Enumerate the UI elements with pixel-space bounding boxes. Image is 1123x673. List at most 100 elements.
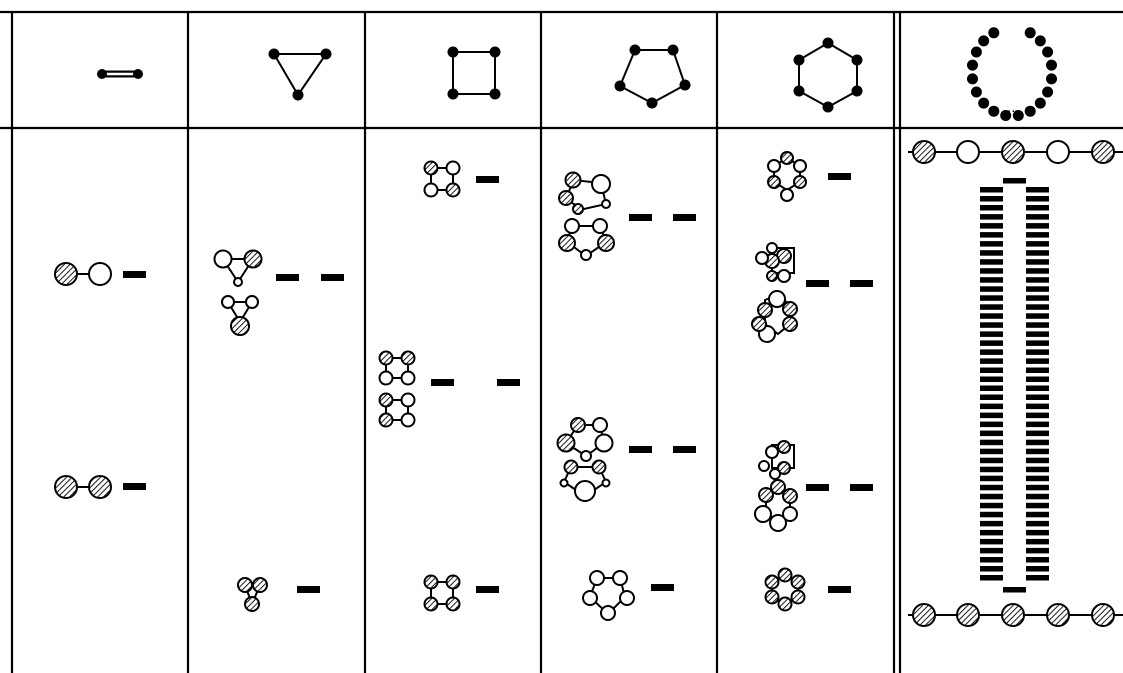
ring-atom	[1034, 35, 1046, 47]
ring-atom	[1000, 110, 1012, 121]
band-level	[1026, 403, 1049, 410]
band-level	[1026, 241, 1049, 247]
energy-level-bar-icon	[297, 586, 320, 593]
band-level	[1026, 331, 1049, 337]
header-square	[447, 46, 501, 100]
band-level	[980, 358, 1003, 364]
band-level	[1026, 196, 1049, 202]
hatched-circle-icon	[88, 475, 112, 499]
energy-level-bar-icon	[651, 584, 674, 591]
band-level	[980, 232, 1003, 238]
band-level	[980, 223, 1003, 229]
band-edge-level	[1003, 587, 1026, 593]
square-orbital-low	[423, 574, 499, 612]
band-level	[980, 196, 1003, 202]
band-level	[980, 286, 1003, 292]
band-level	[1026, 575, 1049, 581]
band-level	[1026, 376, 1049, 382]
ring-atom	[1024, 27, 1036, 39]
band-level	[1026, 412, 1049, 419]
ring-atom	[967, 73, 978, 85]
band-level	[980, 448, 1003, 455]
band-level	[980, 241, 1003, 247]
pentagon-orbital-lower	[556, 417, 696, 502]
band-level	[980, 340, 1003, 346]
ring-atom	[1046, 73, 1057, 85]
band-level	[1026, 538, 1049, 545]
energy-level-bar-icon	[476, 176, 499, 183]
energy-level-bar-icon	[321, 274, 344, 281]
band-level	[980, 403, 1003, 410]
band-level	[980, 421, 1003, 428]
energy-level-bar-icon	[673, 214, 696, 221]
band-level	[980, 502, 1003, 509]
band-level	[1026, 566, 1049, 572]
band-level	[1026, 547, 1049, 554]
band-level	[1026, 214, 1049, 220]
band-level	[980, 304, 1003, 310]
band-level	[1026, 187, 1049, 193]
band-level	[1026, 322, 1049, 328]
band-level	[980, 205, 1003, 211]
band-level	[980, 484, 1003, 491]
band-level	[980, 475, 1003, 482]
band-level	[1026, 223, 1049, 229]
band-level	[980, 394, 1003, 400]
band-level	[1026, 250, 1049, 256]
band-level	[980, 520, 1003, 527]
triangle-orbital-degenerate	[213, 249, 344, 336]
chain-alternating	[908, 140, 1123, 164]
band-level	[980, 331, 1003, 337]
band-level	[980, 385, 1003, 391]
ring-atom	[1012, 110, 1024, 121]
band-level	[1026, 475, 1049, 482]
ring-atom	[970, 46, 982, 58]
ring-atom	[978, 97, 990, 109]
ring-atom	[1024, 105, 1036, 117]
band-level	[980, 295, 1003, 301]
band-level	[1026, 304, 1049, 310]
band-level	[980, 566, 1003, 572]
band-level	[980, 575, 1003, 581]
band-level	[1026, 259, 1049, 265]
energy-level-bar-icon	[123, 483, 146, 490]
header-dimer	[97, 69, 143, 79]
band-level	[1026, 277, 1049, 283]
band-level	[1026, 232, 1049, 238]
band-level	[980, 259, 1003, 265]
band-level	[980, 187, 1003, 193]
band-level	[1026, 448, 1049, 455]
band-level	[980, 439, 1003, 446]
dimer-orbital-bonding	[54, 475, 146, 499]
header-large-ring	[967, 27, 1057, 121]
band-level	[1026, 394, 1049, 400]
band-level	[1026, 430, 1049, 437]
band-level	[1026, 493, 1049, 500]
energy-band	[980, 178, 1049, 593]
band-level	[1026, 502, 1049, 509]
band-level	[980, 557, 1003, 563]
chain-all-hatched	[908, 603, 1123, 627]
band-level	[1026, 268, 1049, 274]
band-level	[1026, 313, 1049, 319]
pentagon-orbital-bonding	[582, 570, 674, 621]
band-level	[980, 430, 1003, 437]
band-level	[1026, 205, 1049, 211]
band-level	[1026, 439, 1049, 446]
band-level	[980, 493, 1003, 500]
band-level	[1026, 529, 1049, 536]
hexagon-orbital-top	[767, 151, 851, 202]
band-level	[980, 511, 1003, 518]
band-level	[980, 313, 1003, 319]
energy-level-bar-icon	[806, 280, 829, 287]
energy-level-bar-icon	[431, 379, 454, 386]
band-level	[1026, 421, 1049, 428]
energy-level-bar-icon	[629, 214, 652, 221]
band-level	[1026, 367, 1049, 373]
hatched-circle-icon	[54, 475, 78, 499]
energy-level-bar-icon	[123, 271, 146, 278]
band-edge-level	[1003, 178, 1026, 184]
band-level	[1026, 340, 1049, 346]
band-level	[980, 538, 1003, 545]
ring-atom	[1042, 46, 1054, 58]
